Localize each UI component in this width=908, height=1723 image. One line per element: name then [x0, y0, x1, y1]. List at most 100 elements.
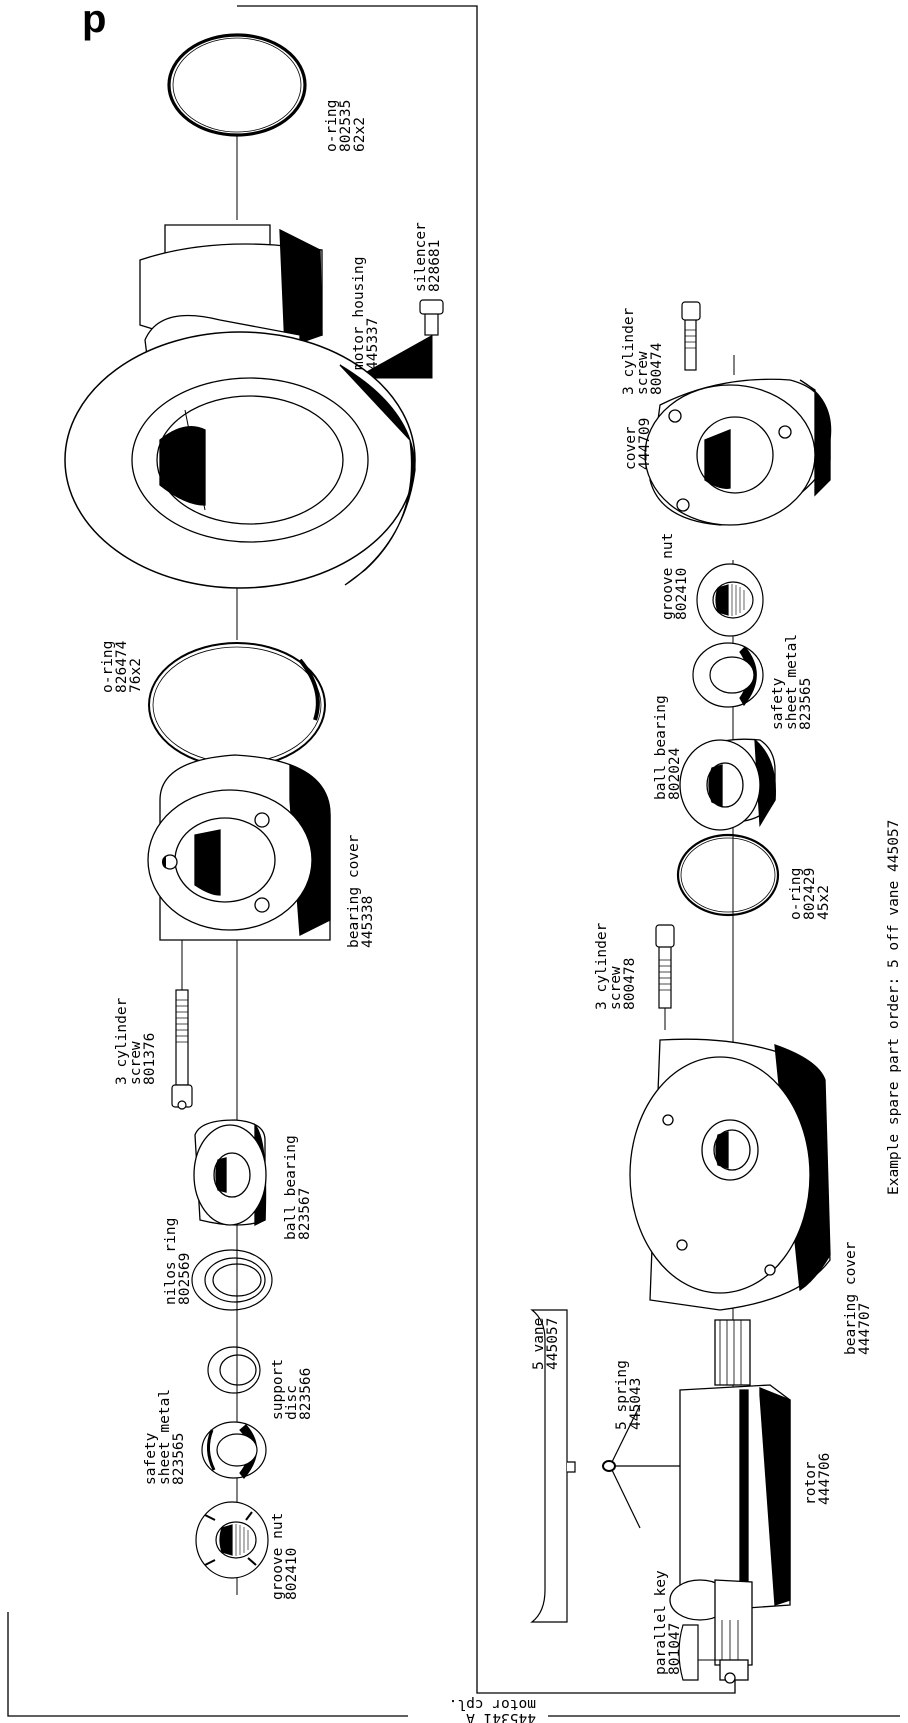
svg-text:3 cylinder: 3 cylinder — [621, 307, 637, 395]
svg-text:826474: 826474 — [114, 640, 130, 693]
svg-text:screw: screw — [128, 1041, 144, 1085]
svg-text:o-ring: o-ring — [324, 100, 340, 152]
svg-text:ball bearing: ball bearing — [283, 1135, 299, 1240]
label-safety-sheet-metal-right: safety sheet metal 823565 — [770, 634, 814, 730]
svg-text:safety: safety — [143, 1432, 159, 1485]
label-oring-802429: o-ring 802429 45x2 — [788, 868, 832, 920]
label-screw-800474: 3 cylinder screw 800474 — [621, 307, 665, 395]
label-screw-800478: 3 cylinder screw 800478 — [594, 922, 638, 1010]
oring-802429-part — [676, 833, 780, 917]
svg-text:802535: 802535 — [338, 100, 354, 152]
svg-text:sheet metal: sheet metal — [784, 634, 800, 730]
label-groove-nut-left: groove nut 802410 — [270, 1513, 300, 1600]
label-screw-801376: 3 cylinder screw 801376 — [114, 997, 158, 1085]
svg-text:800478: 800478 — [622, 958, 638, 1010]
svg-text:parallel key: parallel key — [653, 1570, 669, 1675]
spring-part — [602, 1404, 680, 1529]
svg-text:828681: 828681 — [427, 240, 443, 292]
label-ball-bearing-823567: ball bearing 823567 — [283, 1135, 313, 1240]
label-oring-802535: o-ring 802535 62x2 — [324, 100, 368, 152]
svg-text:3 cylinder: 3 cylinder — [594, 922, 610, 1010]
label-bearing-cover-445338: bearing cover 445338 — [346, 834, 376, 948]
svg-text:445338: 445338 — [360, 896, 376, 948]
assembly-frame — [7, 5, 900, 1717]
label-ball-bearing-802024: ball bearing 802024 — [653, 695, 683, 800]
vane-part — [530, 1309, 576, 1623]
svg-text:823566: 823566 — [298, 1368, 314, 1420]
svg-text:support: support — [270, 1359, 286, 1420]
groove-nut-left-part — [195, 1501, 269, 1579]
svg-text:5 spring: 5 spring — [614, 1360, 630, 1430]
svg-text:o-ring: o-ring — [788, 868, 804, 920]
svg-text:silencer: silencer — [413, 222, 429, 292]
label-oring-826474: o-ring 826474 76x2 — [100, 640, 144, 693]
svg-text:445057: 445057 — [545, 1318, 561, 1370]
label-silencer: silencer 828681 — [413, 222, 443, 292]
safety-sheet-metal-left-part — [201, 1421, 267, 1479]
svg-text:safety: safety — [770, 677, 786, 730]
label-parallel-key: parallel key 801047 — [653, 1570, 683, 1675]
svg-text:rotor: rotor — [803, 1461, 819, 1505]
svg-text:motor cpl.: motor cpl. — [449, 1696, 536, 1712]
svg-text:groove nut: groove nut — [660, 533, 676, 620]
svg-text:802024: 802024 — [667, 747, 683, 800]
label-nilos-ring: nilos ring 802569 — [163, 1218, 193, 1305]
svg-text:823565: 823565 — [798, 678, 814, 730]
motor-housing-part — [64, 224, 416, 589]
nilos-ring-part — [191, 1249, 273, 1311]
label-cover-444709: cover 444709 — [623, 418, 653, 470]
label-vane: 5 vane 445057 — [531, 1318, 561, 1370]
svg-text:motor housing: motor housing — [351, 257, 367, 371]
svg-text:801376: 801376 — [142, 1033, 158, 1085]
svg-text:802569: 802569 — [177, 1253, 193, 1305]
safety-sheet-metal-right-part — [692, 642, 764, 708]
svg-text:cover: cover — [623, 426, 639, 470]
svg-text:802410: 802410 — [284, 1548, 300, 1600]
svg-text:823565: 823565 — [171, 1433, 187, 1485]
svg-text:bearing cover: bearing cover — [346, 834, 362, 948]
svg-text:445043: 445043 — [628, 1378, 644, 1430]
svg-text:groove nut: groove nut — [270, 1513, 286, 1600]
svg-text:823567: 823567 — [297, 1188, 313, 1240]
svg-text:445337: 445337 — [365, 318, 381, 370]
svg-text:801047: 801047 — [667, 1623, 683, 1675]
rotor-part — [669, 1319, 791, 1684]
label-groove-nut-right: groove nut 802410 — [660, 533, 690, 620]
label-rotor: rotor 444706 — [803, 1453, 833, 1505]
svg-text:ball bearing: ball bearing — [653, 695, 669, 800]
silencer-part — [419, 299, 444, 336]
svg-text:screw: screw — [608, 966, 624, 1010]
label-bearing-cover-444707: bearing cover 444707 — [843, 1241, 873, 1355]
svg-text:sheet metal: sheet metal — [157, 1389, 173, 1485]
screw-800474-part — [681, 301, 701, 371]
svg-text:5 vane: 5 vane — [531, 1318, 547, 1370]
screw-801376-part — [171, 989, 193, 1110]
svg-text:nilos ring: nilos ring — [163, 1218, 179, 1305]
ball-bearing-802024-part — [679, 738, 776, 831]
svg-text:802410: 802410 — [674, 568, 690, 620]
svg-text:444709: 444709 — [637, 418, 653, 470]
part-labels: o-ring 802535 62x2 silencer 828681 motor… — [100, 100, 902, 1723]
bearing-cover-445338-part — [147, 754, 331, 941]
svg-text:Example spare part order: 5 of: Example spare part order: 5 off vane 445… — [886, 820, 902, 1195]
svg-text:3 cylinder: 3 cylinder — [114, 997, 130, 1085]
svg-text:444707: 444707 — [857, 1303, 873, 1355]
screw-800478-part — [655, 924, 675, 1009]
svg-text:o-ring: o-ring — [100, 641, 116, 693]
svg-text:62x2: 62x2 — [352, 117, 368, 152]
svg-text:45x2: 45x2 — [816, 885, 832, 920]
svg-text:800474: 800474 — [649, 342, 665, 395]
label-safety-sheet-metal-left: safety sheet metal 823565 — [143, 1389, 187, 1485]
ball-bearing-823567-part — [193, 1119, 267, 1227]
footnote-spare-part-order: Example spare part order: 5 off vane 445… — [886, 820, 902, 1195]
label-spring: 5 spring 445043 — [614, 1360, 644, 1430]
label-assembly-motor-cpl: motor cpl. 445341 A — [449, 1696, 536, 1723]
title-fragment: p — [82, 0, 106, 41]
parallel-key-part — [678, 1624, 725, 1681]
svg-text:screw: screw — [635, 351, 651, 395]
oring-802535-part — [167, 33, 307, 137]
svg-text:disc: disc — [284, 1385, 300, 1420]
svg-text:802429: 802429 — [802, 868, 818, 920]
svg-text:445341 A: 445341 A — [466, 1710, 536, 1723]
